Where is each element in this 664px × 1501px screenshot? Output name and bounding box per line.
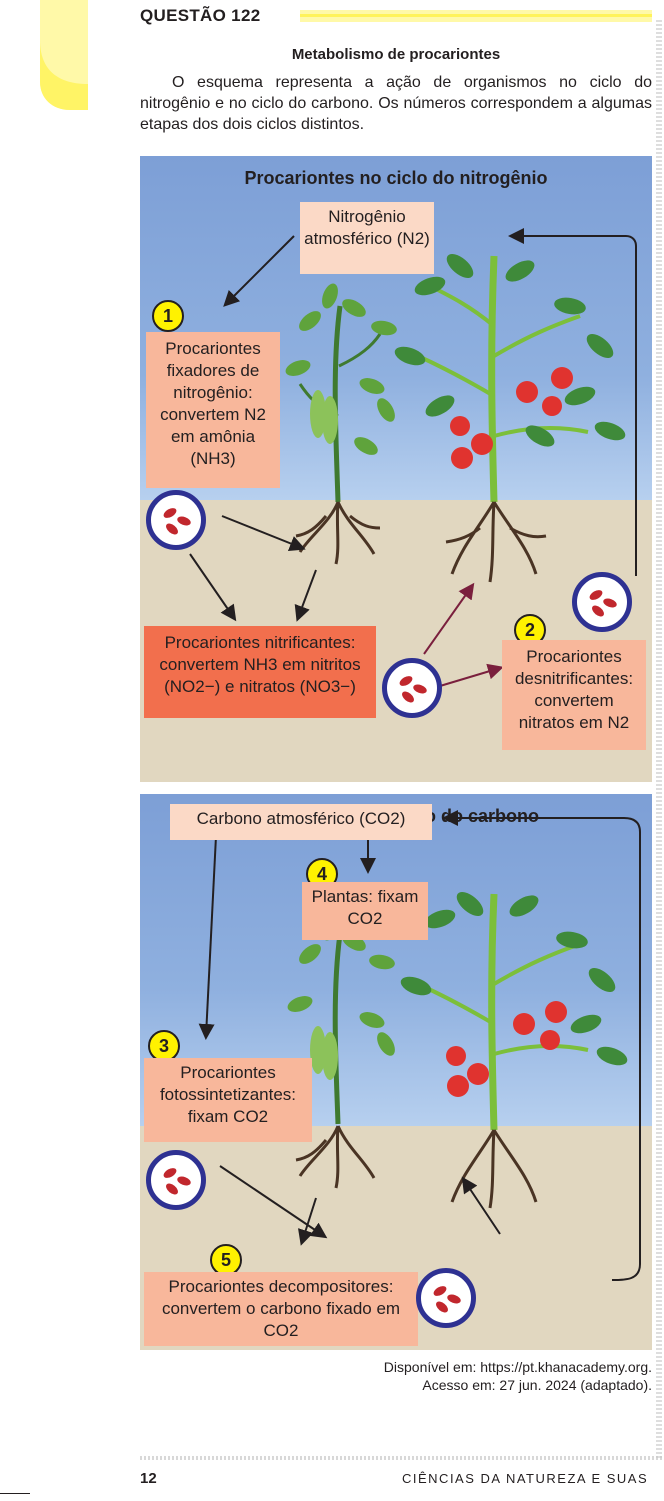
atmospheric-carbon-box: Carbono atmosférico (CO2) [170,804,432,840]
nitrifiers-box: Procariontes nitrificantes: convertem NH… [144,626,376,718]
nitrogen-illustration [189,228,637,687]
step-1-badge: 1 [152,300,184,332]
side-tab-decoration [40,0,88,110]
source-credit: Disponível em: https://pt.khanacademy.or… [140,1358,652,1394]
question-header-bar-inner [300,14,652,17]
nitrogen-figure-title: Procariontes no ciclo do nitrogênio [244,168,548,188]
footer-dotted-rule [140,1456,664,1460]
margin-dotted-rule [656,20,662,1460]
tomato-plant-icon [400,892,628,1209]
crop-mark [0,1493,30,1494]
carbon-cycle-figure: Procariontes no ciclo do carbono [140,794,652,1350]
photosynthetic-prokaryotes-box: Procariontes fotossintetizantes: fixam C… [144,1058,312,1142]
carbon-illustration [198,810,641,1281]
nitrogen-fixers-box: Procariontes fixadores de nitrogênio: co… [146,332,280,488]
atmospheric-nitrogen-box: Nitrogênio atmosférico (N2) [300,202,434,274]
bacteria-icon [146,1150,206,1210]
nitrogen-cycle-figure: Procariontes no ciclo do nitrogênio [140,156,652,782]
page-number: 12 [140,1470,157,1487]
credit-line-1: Disponível em: https://pt.khanacademy.or… [383,1359,652,1375]
bean-plant-icon [285,283,397,565]
bacteria-icon [572,572,632,632]
tomato-plant-icon [394,254,626,583]
step-3-badge: 3 [148,1030,180,1062]
question-subtitle: Metabolismo de procariontes [291,46,501,63]
question-intro: O esquema representa a ação de organismo… [140,74,652,133]
bean-plant-icon [287,915,395,1189]
bacteria-icon [416,1268,476,1328]
question-number: QUESTÃO 122 [140,6,261,25]
bacteria-icon [382,658,442,718]
credit-line-2: Acesso em: 27 jun. 2024 (adaptado). [422,1377,652,1393]
decomposers-box: Procariontes decompositores: convertem o… [144,1272,418,1346]
plants-fix-co2-box: Plantas: fixam CO2 [302,882,428,940]
bacteria-icon [146,490,206,550]
section-footer: CIÊNCIAS DA NATUREZA E SUAS [402,1471,649,1486]
denitrifiers-box: Procariontes desnitrificantes: convertem… [502,640,646,750]
